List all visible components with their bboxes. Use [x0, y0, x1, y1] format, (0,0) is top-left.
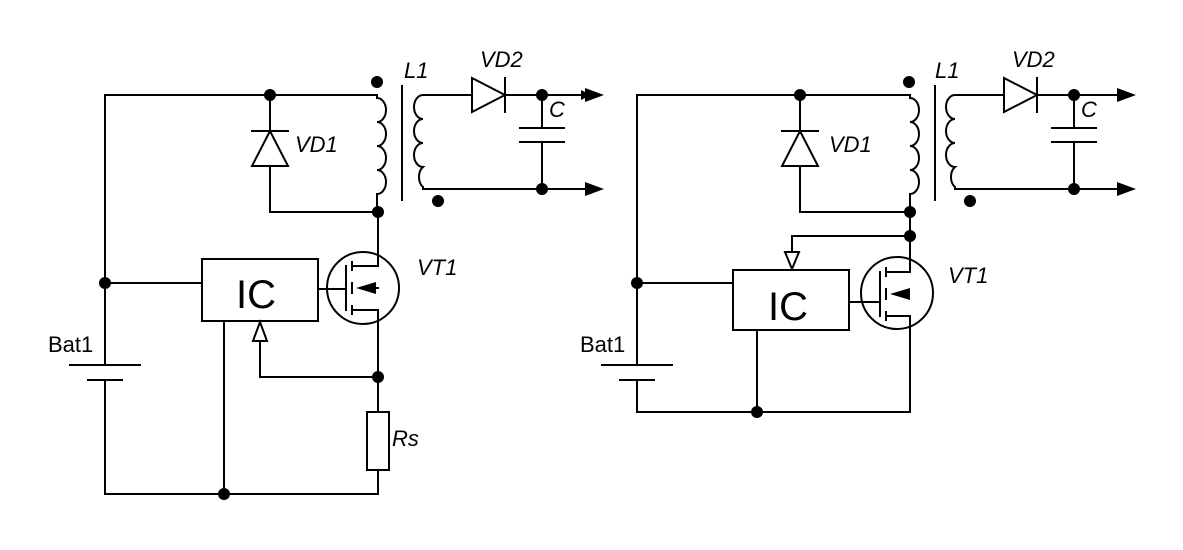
left-junction-dot [218, 488, 230, 500]
right-vd2-diode [1003, 76, 1040, 114]
right-junction-dot [904, 206, 916, 218]
left-bat1-label: Bat1 [48, 332, 93, 357]
right-junction-dot [794, 89, 806, 101]
right-dot-marker [964, 195, 976, 207]
right-c-label: C [1081, 97, 1097, 122]
left-secondary-winding [413, 94, 433, 190]
left-vd2-diode [471, 76, 508, 114]
right-vd1-diode [780, 128, 820, 167]
right-junction-dot [751, 406, 763, 418]
right-ic-label: IC [768, 285, 808, 329]
right-vd1-label: VD1 [829, 132, 872, 157]
right-feedback-arrow [783, 251, 801, 272]
right-l1-label: L1 [935, 58, 959, 83]
left-rs-resistor [366, 411, 390, 471]
right-bottom-rail [636, 324, 911, 413]
left-junction-dot [264, 89, 276, 101]
right-ic-block [732, 269, 850, 331]
right-junction-dot [631, 277, 643, 289]
left-vt1-mosfet [317, 251, 379, 378]
right-vd2-label: VD2 [1012, 47, 1055, 72]
left-sense-wire [259, 339, 379, 378]
left-battery-symbol [69, 364, 141, 381]
left-primary-winding [376, 94, 387, 213]
left-c-label: C [549, 97, 565, 122]
left-junction-dot [99, 277, 111, 289]
left-vd1-diode [250, 128, 290, 167]
right-feedback-wire [791, 235, 911, 253]
left-dot-marker [432, 195, 444, 207]
left-sense-arrow [251, 319, 269, 342]
right-dot-marker [903, 76, 915, 88]
right-vt1-label: VT1 [948, 263, 988, 288]
left-rs-label: Rs [392, 426, 419, 451]
left-vt1-label: VT1 [417, 255, 457, 280]
left-l1-label: L1 [404, 58, 428, 83]
left-vd1-label: VD1 [295, 132, 338, 157]
left-bottom-rail [104, 379, 379, 495]
right-vt1-mosfet [848, 251, 911, 326]
left-ic-label: IC [236, 273, 276, 317]
right-capacitor [1051, 94, 1097, 190]
right-vt1-circle [860, 256, 934, 330]
right-secondary-winding [945, 94, 966, 190]
right-bat1-label: Bat1 [580, 332, 625, 357]
left-dot-marker [371, 76, 383, 88]
right-circuit: Bat1 IC VD1 L1 VD2 C [580, 47, 1136, 418]
left-capacitor [519, 94, 565, 190]
left-circuit: Bat1 IC VD1 L1 VD2 [48, 47, 604, 500]
right-battery-symbol [601, 364, 673, 381]
left-vd2-label: VD2 [480, 47, 523, 72]
right-primary-winding [909, 94, 920, 253]
